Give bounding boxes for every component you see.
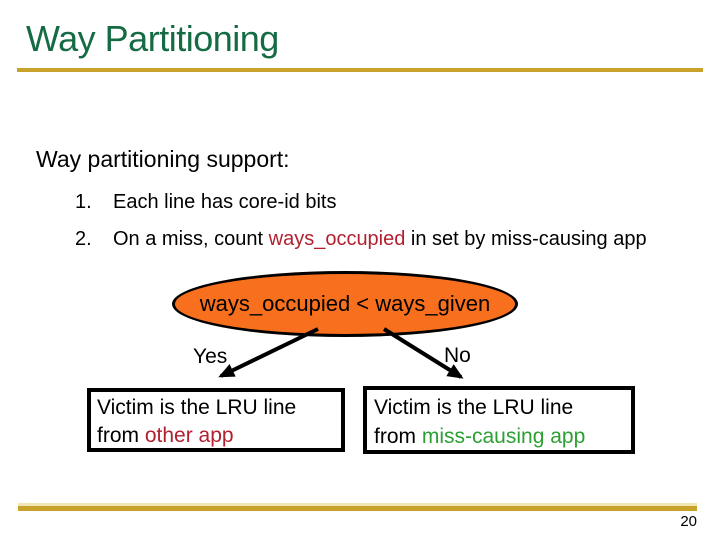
no-result-box: Victim is the LRU line from miss-causing… [363,386,635,454]
yes-box-line1: Victim is the LRU line [97,396,297,419]
list-item-1: 1. Each line has core-id bits [75,191,336,214]
no-label: No [444,344,471,367]
list-item-2-number: 2. [75,228,92,250]
condition-ellipse: ways_occupied < ways_given [172,271,518,337]
no-box-line2: from miss-causing app [374,425,586,448]
title-underline-rule [17,68,703,72]
footer-rule-light [18,503,697,506]
highlight-other-app: other app [144,424,234,447]
no-box-line1: Victim is the LRU line [374,396,574,419]
list-item-1-number: 1. [75,191,92,213]
list-item-2-text: On a miss, count ways_occupied in set by… [113,228,647,250]
list-item-1-text: Each line has core-id bits [113,191,337,213]
condition-text: ways_occupied < ways_given [199,291,491,316]
lead-in-text: Way partitioning support: [36,146,290,172]
list-item-2: 2. On a miss, count ways_occupied in set… [75,228,647,251]
yes-box-line2: from other app [97,424,234,447]
footer-rule-gold [18,506,697,511]
page-number: 20 [680,513,697,530]
highlight-ways-occupied: ways_occupied [268,228,406,250]
highlight-miss-causing-app: miss-causing app [421,425,586,448]
yes-label: Yes [193,345,228,368]
yes-result-box: Victim is the LRU line from other app [87,388,345,452]
page-title: Way Partitioning [26,18,279,59]
